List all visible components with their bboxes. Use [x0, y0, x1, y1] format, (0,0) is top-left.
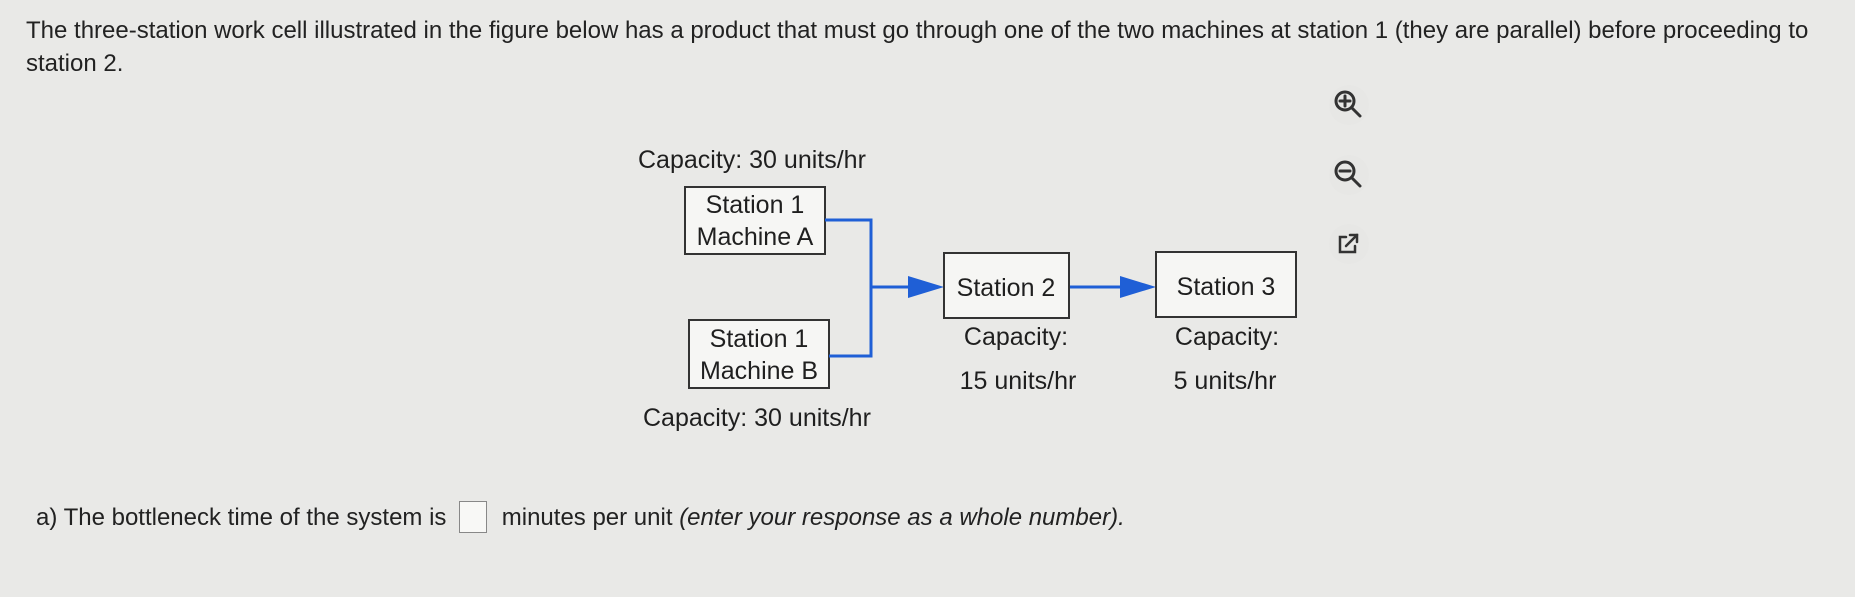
question-a: a) The bottleneck time of the system is …	[36, 500, 1125, 536]
machine-a-box: Station 1 Machine A	[684, 186, 826, 255]
question-suffix: minutes per unit	[501, 504, 673, 531]
open-external-icon[interactable]	[1329, 224, 1369, 264]
connector-lines	[825, 218, 1156, 358]
machine-b-box: Station 1 Machine B	[688, 319, 830, 389]
station-2-capacity-label: Capacity:	[964, 323, 1068, 351]
machine-b-line1: Station 1	[710, 325, 809, 353]
zoom-in-icon[interactable]	[1329, 85, 1369, 125]
problem-statement: The three-station work cell illustrated …	[26, 17, 1809, 77]
station-3-label: Station 3	[1177, 273, 1276, 301]
station-3-capacity-label: Capacity:	[1175, 323, 1279, 351]
zoom-out-icon[interactable]	[1329, 155, 1369, 195]
station-3-box: Station 3	[1155, 251, 1297, 318]
question-prefix: a) The bottleneck time of the system is	[36, 504, 447, 531]
station-2-capacity-value: 15 units/hr	[960, 367, 1077, 395]
machine-b-line2: Machine B	[700, 357, 818, 385]
machine-a-line2: Machine A	[697, 223, 814, 251]
question-hint: (enter your response as a whole number).	[679, 504, 1125, 531]
station-2-box: Station 2	[943, 252, 1070, 319]
machine-a-capacity: Capacity: 30 units/hr	[638, 146, 866, 174]
bottleneck-time-input[interactable]	[459, 500, 488, 533]
station-3-capacity-value: 5 units/hr	[1174, 367, 1277, 395]
machine-b-capacity: Capacity: 30 units/hr	[643, 404, 871, 432]
image-tools	[1329, 85, 1369, 264]
machine-a-line1: Station 1	[706, 191, 805, 219]
station-2-label: Station 2	[957, 274, 1056, 302]
